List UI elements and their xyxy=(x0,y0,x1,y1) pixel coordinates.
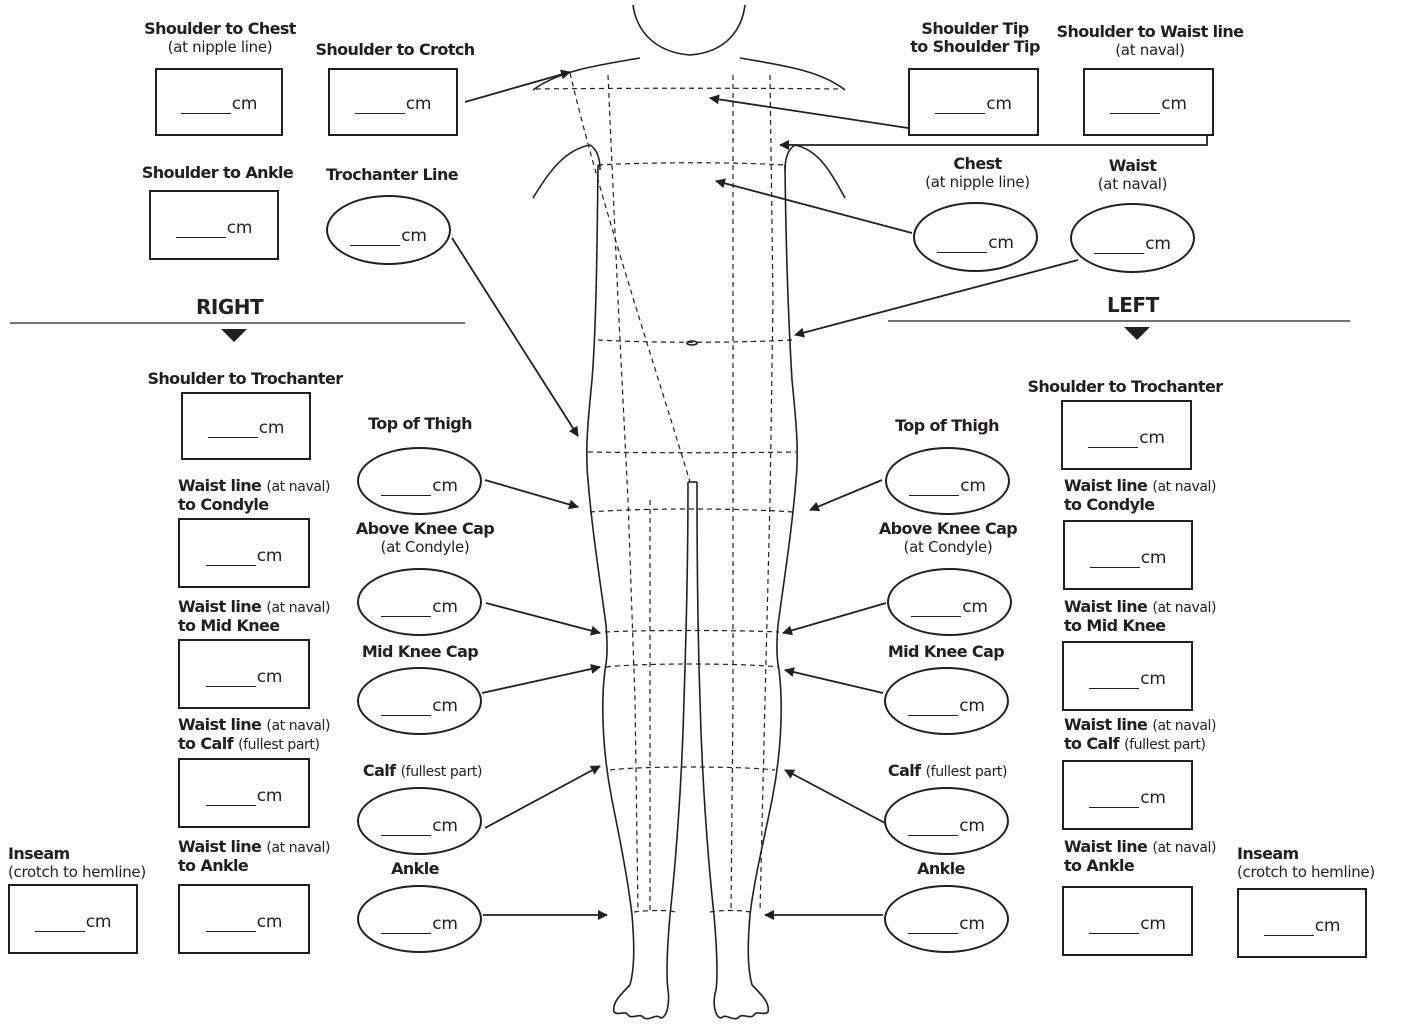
foot-left xyxy=(713,984,770,1020)
left-waist-to-calf-label: Waist line (at naval) to Calf (fullest p… xyxy=(1064,715,1217,754)
right-above-knee-cap-label: Above Knee Cap (at Condyle) xyxy=(355,519,495,557)
head-outline xyxy=(632,4,746,56)
left-waist-to-condyle-field[interactable]: cm xyxy=(1063,520,1193,590)
left-shoulder-to-trochanter-label: Shoulder to Trochanter xyxy=(1027,377,1223,396)
right-waist-to-mid-knee-field[interactable]: cm xyxy=(178,639,310,709)
left-inseam-label: Inseam (crotch to hemline) xyxy=(1237,844,1375,882)
right-waist-to-ankle-label: Waist line (at naval) to Ankle xyxy=(178,837,331,875)
left-above-knee-cap-field[interactable]: cm xyxy=(887,568,1012,636)
right-ankle-field[interactable]: cm xyxy=(357,885,482,953)
right-waist-to-ankle-field[interactable]: cm xyxy=(178,884,310,954)
right-inseam-label: Inseam (crotch to hemline) xyxy=(8,844,146,882)
left-mid-knee-cap-field[interactable]: cm xyxy=(884,667,1009,735)
arm-left xyxy=(784,144,846,199)
right-calf-label: Calf (fullest part) xyxy=(362,761,483,781)
right-waist-to-condyle-label: Waist line (at naval) to Condyle xyxy=(178,476,331,514)
navel xyxy=(686,340,698,346)
body-left-outline xyxy=(747,164,799,986)
right-side-heading: RIGHT xyxy=(196,295,264,319)
left-ankle-label: Ankle xyxy=(917,859,965,878)
inner-leg-left xyxy=(696,481,718,991)
left-above-knee-cap-label: Above Knee Cap (at Condyle) xyxy=(878,519,1018,557)
right-top-of-thigh-label: Top of Thigh xyxy=(368,414,472,433)
shoulder-to-waist-label: Shoulder to Waist line (at naval) xyxy=(1056,22,1244,60)
left-shoulder-to-trochanter-field[interactable]: cm xyxy=(1061,400,1192,470)
chest-label: Chest (at nipple line) xyxy=(925,154,1030,192)
shoulder-tip-field[interactable]: cm xyxy=(908,68,1039,136)
shoulder-to-waist-field[interactable]: cm xyxy=(1083,68,1214,136)
right-waist-to-calf-field[interactable]: cm xyxy=(178,758,310,828)
right-above-knee-cap-field[interactable]: cm xyxy=(357,568,482,636)
right-waist-to-mid-knee-label: Waist line (at naval) to Mid Knee xyxy=(178,597,331,635)
trochanter-line-label: Trochanter Line xyxy=(326,165,459,184)
foot-right xyxy=(612,984,670,1020)
right-marker-triangle xyxy=(221,329,247,342)
arm-right xyxy=(532,144,601,199)
chest-field[interactable]: cm xyxy=(913,202,1038,272)
left-calf-field[interactable]: cm xyxy=(884,787,1009,855)
right-calf-field[interactable]: cm xyxy=(357,787,482,855)
left-inseam-field[interactable]: cm xyxy=(1237,888,1367,958)
shoulder-tip-label: Shoulder Tip to Shoulder Tip xyxy=(910,19,1040,56)
trochanter-line-field[interactable]: cm xyxy=(326,195,451,265)
left-mid-knee-cap-label: Mid Knee Cap xyxy=(887,642,1005,661)
shoulder-to-chest-label: Shoulder to Chest (at nipple line) xyxy=(144,19,296,57)
left-waist-to-ankle-field[interactable]: cm xyxy=(1062,886,1193,956)
waist-label: Waist (at naval) xyxy=(1097,156,1168,194)
left-top-of-thigh-label: Top of Thigh xyxy=(895,416,999,435)
shoulder-to-chest-field[interactable]: cm xyxy=(155,68,283,136)
right-waist-to-calf-label: Waist line (at naval) to Calf (fullest p… xyxy=(178,715,331,754)
left-marker-triangle xyxy=(1124,327,1150,340)
right-inseam-field[interactable]: cm xyxy=(8,884,138,954)
right-ankle-label: Ankle xyxy=(391,859,439,878)
shoulder-to-crotch-field[interactable]: cm xyxy=(328,68,458,136)
left-waist-to-condyle-label: Waist line (at naval) to Condyle xyxy=(1064,476,1217,514)
shoulder-to-crotch-label: Shoulder to Crotch xyxy=(315,40,475,59)
waist-field[interactable]: cm xyxy=(1070,203,1195,273)
left-waist-to-mid-knee-field[interactable]: cm xyxy=(1062,641,1193,711)
right-shoulder-to-trochanter-field[interactable]: cm xyxy=(181,392,311,460)
shoulder-line-right xyxy=(532,57,641,91)
left-waist-to-mid-knee-label: Waist line (at naval) to Mid Knee xyxy=(1064,597,1217,635)
left-top-of-thigh-field[interactable]: cm xyxy=(885,447,1010,515)
left-side-heading: LEFT xyxy=(1107,293,1159,317)
body-right-outline xyxy=(585,164,635,986)
shoulder-to-ankle-field[interactable]: cm xyxy=(149,190,279,260)
right-top-of-thigh-field[interactable]: cm xyxy=(357,447,482,515)
left-waist-to-calf-field[interactable]: cm xyxy=(1062,760,1193,830)
left-ankle-field[interactable]: cm xyxy=(884,885,1009,953)
left-waist-to-ankle-label: Waist line (at naval) to Ankle xyxy=(1064,837,1217,875)
right-mid-knee-cap-field[interactable]: cm xyxy=(357,667,482,735)
inner-leg-right xyxy=(666,481,689,991)
shoulder-line-left xyxy=(739,57,846,91)
right-waist-to-condyle-field[interactable]: cm xyxy=(178,518,310,588)
right-shoulder-to-trochanter-label: Shoulder to Trochanter xyxy=(147,369,343,388)
left-calf-label: Calf (fullest part) xyxy=(887,761,1008,781)
right-mid-knee-cap-label: Mid Knee Cap xyxy=(361,642,479,661)
shoulder-to-ankle-label: Shoulder to Ankle xyxy=(141,163,294,182)
